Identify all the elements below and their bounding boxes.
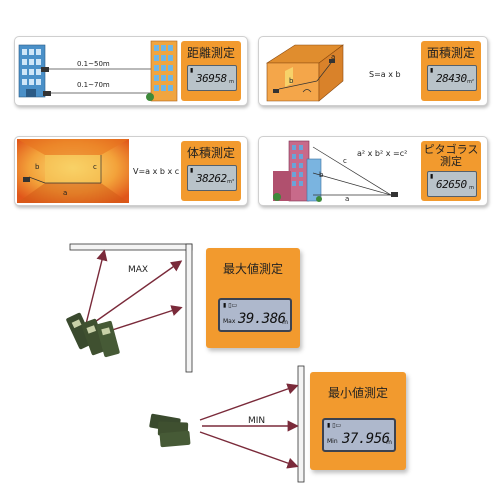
distance-panel: 0.1~50m 0.1~70m 距離測定 ▮ 36958 m <box>14 36 248 106</box>
volume-label-b: b <box>35 163 40 171</box>
battery-icon: ▮ <box>430 173 434 180</box>
volume-panel: b c a V=a x b x c 体積測定 ▮ 38262 m³ <box>14 136 248 206</box>
max-min-diagram <box>66 243 305 483</box>
max-devices <box>66 312 120 358</box>
volume-info-box: 体積測定 ▮ 38262 m³ <box>181 141 241 201</box>
max-arrow-label: MAX <box>128 265 149 275</box>
pythagoras-illustration <box>273 140 398 202</box>
max-display-value: 39.386 <box>238 311 286 327</box>
max-display: ▮ ▯▭ Max 39.386 m <box>218 298 292 332</box>
pythagoras-display-unit: m <box>469 185 474 191</box>
max-display-unit: m <box>282 319 288 326</box>
volume-display-value: 38262 <box>196 172 227 185</box>
area-panel: a b S=a x b 面積測定 ▮ 28430 m² <box>258 36 488 106</box>
min-arrow-label: MIN <box>248 416 266 426</box>
volume-display: ▮ 38262 m³ <box>187 165 237 191</box>
volume-label-a: a <box>63 189 68 197</box>
pythagoras-label-a: a <box>345 195 350 203</box>
volume-label-c: c <box>93 163 97 171</box>
min-display-tag: Min <box>327 438 338 445</box>
pythagoras-panel: c b a a² x b² x =c² ピタゴラス 測定 ▮ 62650 m <box>258 136 488 206</box>
min-arrow-1 <box>199 383 299 421</box>
volume-illustration <box>17 139 129 203</box>
area-illustration <box>265 44 344 102</box>
min-display: ▮ ▯▭ Min 37.956 m <box>322 418 396 452</box>
battery-icon: ▮ <box>430 67 434 74</box>
volume-title: 体積測定 <box>186 146 235 160</box>
distance-info-box: 距離測定 ▮ 36958 m <box>181 41 241 101</box>
pythagoras-title-line2: 測定 <box>440 155 462 168</box>
pythagoras-info-box: ピタゴラス 測定 ▮ 62650 m <box>421 141 481 201</box>
pythagoras-label-b: b <box>319 171 324 179</box>
pythagoras-title-line1: ピタゴラス <box>423 143 479 156</box>
min-wall <box>297 365 305 483</box>
distance-range-line1: 0.1~50m <box>77 60 110 68</box>
max-info-box: 最大値測定 ▮ ▯▭ Max 39.386 m <box>206 248 300 348</box>
area-display-value: 28430 <box>436 72 467 85</box>
distance-title: 距離測定 <box>186 46 235 60</box>
battery-icon: ▮ ▯▭ <box>223 302 238 309</box>
area-label-b: b <box>289 77 294 85</box>
min-arrow-3 <box>199 431 299 469</box>
distance-display-value: 36958 <box>196 72 227 85</box>
pythagoras-formula: a² x b² x =c² <box>357 149 408 158</box>
battery-icon: ▮ <box>190 167 194 174</box>
distance-range-line2: 0.1~70m <box>77 81 110 89</box>
min-info-box: 最小値測定 ▮ ▯▭ Min 37.956 m <box>310 372 406 470</box>
battery-icon: ▮ ▯▭ <box>327 422 342 429</box>
max-display-tag: Max <box>223 318 236 325</box>
max-arrow-1 <box>85 249 108 325</box>
min-devices <box>149 413 191 448</box>
area-display-unit: m² <box>467 79 474 85</box>
min-display-value: 37.956 <box>342 431 390 447</box>
volume-formula: V=a x b x c <box>133 167 180 176</box>
distance-display: ▮ 36958 m <box>187 65 237 91</box>
max-title: 最大値測定 <box>222 262 283 276</box>
area-info-box: 面積測定 ▮ 28430 m² <box>421 41 481 101</box>
area-formula: S=a x b <box>369 70 401 79</box>
pythagoras-display: ▮ 62650 m <box>427 171 477 197</box>
min-display-unit: m <box>386 439 392 446</box>
area-title: 面積測定 <box>426 46 475 60</box>
volume-display-unit: m³ <box>227 179 234 185</box>
min-title: 最小値測定 <box>327 386 388 400</box>
max-wall <box>69 243 193 373</box>
pythagoras-display-value: 62650 <box>436 178 467 191</box>
distance-display-unit: m <box>229 79 234 85</box>
max-arrow-2 <box>91 260 183 325</box>
battery-icon: ▮ <box>190 67 194 74</box>
area-label-a: a <box>331 53 336 61</box>
distance-illustration <box>18 40 178 102</box>
area-display: ▮ 28430 m² <box>427 65 477 91</box>
pythagoras-label-c: c <box>343 157 347 165</box>
